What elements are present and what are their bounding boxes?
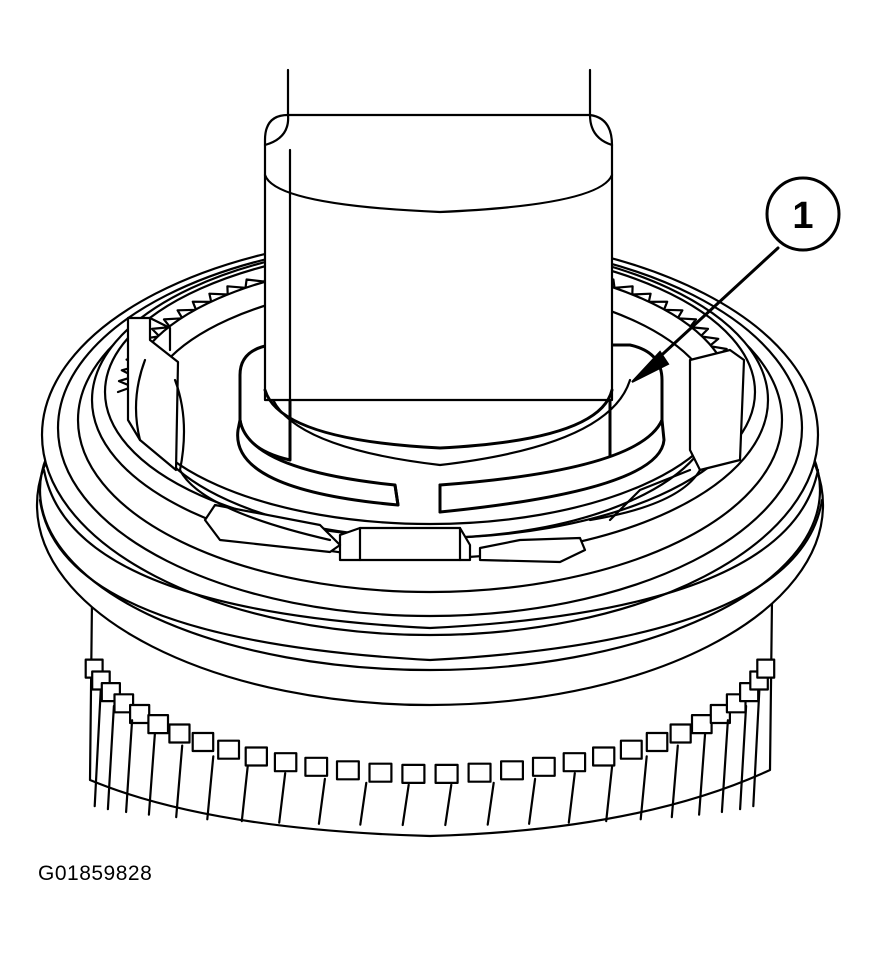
- gear-tooth: [467, 762, 492, 783]
- gear-tooth: [304, 756, 329, 777]
- arrowhead-icon: [631, 350, 670, 383]
- gear-tooth: [217, 739, 241, 760]
- spline-line: [359, 781, 368, 826]
- gear-tooth: [368, 762, 393, 783]
- spline-line: [444, 783, 453, 827]
- gear-teeth: [84, 658, 776, 785]
- synchronizer-hub: [126, 280, 746, 564]
- spline-line: [401, 783, 410, 827]
- figure-id-caption: G01859828: [38, 862, 153, 885]
- gear-tooth: [335, 760, 360, 781]
- gear-tooth: [669, 723, 692, 744]
- spline-line: [147, 732, 156, 816]
- spline-line: [527, 777, 537, 825]
- gear-tooth: [645, 731, 669, 753]
- gear-tooth: [690, 713, 713, 735]
- gear-tooth: [191, 731, 215, 753]
- gear-tooth: [244, 746, 268, 767]
- spline-line: [567, 771, 576, 824]
- callout-1: 1: [631, 176, 841, 383]
- spline-line: [206, 755, 215, 821]
- spline-line: [317, 777, 326, 825]
- gear-tooth: [619, 739, 643, 760]
- spline-line: [738, 704, 748, 811]
- spline-line: [486, 781, 495, 826]
- spline-line: [124, 719, 134, 814]
- gear-tooth: [591, 746, 616, 767]
- gear-tooth: [168, 723, 191, 744]
- main-shaft: [263, 68, 614, 450]
- gear-tooth: [147, 713, 170, 735]
- gear-tooth: [531, 756, 556, 777]
- spline-line: [106, 704, 116, 811]
- spline-line: [278, 771, 287, 824]
- callout-number: 1: [792, 195, 813, 237]
- gear-tooth: [434, 763, 459, 785]
- gear-tooth: [113, 693, 135, 714]
- gear-tooth: [500, 760, 525, 781]
- spline-line: [697, 732, 707, 816]
- spline-line: [605, 764, 614, 823]
- gear-tooth: [273, 752, 298, 773]
- gear-tooth: [562, 752, 587, 773]
- spline-line: [670, 744, 679, 819]
- spline-line: [752, 689, 761, 808]
- spline-line: [93, 689, 102, 808]
- gear-tooth: [709, 703, 731, 725]
- gear-spline-lines: [93, 689, 761, 827]
- spline-line: [175, 744, 184, 819]
- callout-circle: [765, 176, 841, 252]
- gear-tooth: [401, 763, 426, 785]
- spline-line: [240, 764, 249, 823]
- spline-line: [639, 755, 648, 821]
- spline-line: [720, 719, 730, 814]
- gear-tooth: [756, 658, 776, 679]
